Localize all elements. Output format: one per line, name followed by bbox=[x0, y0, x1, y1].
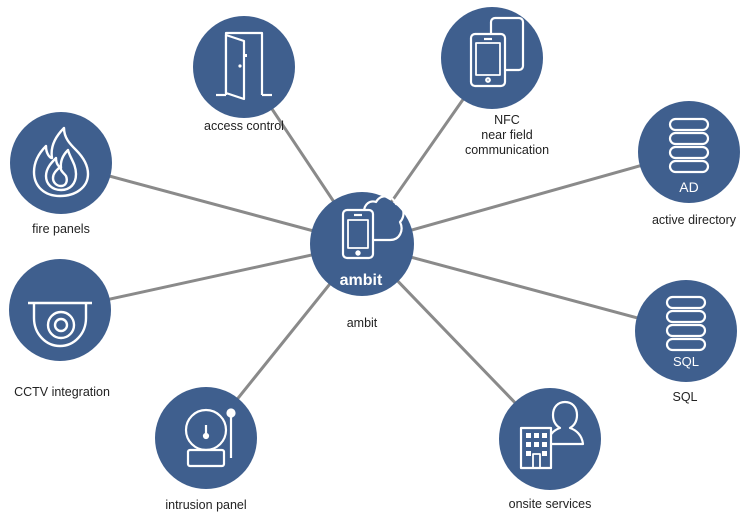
node-hub: ambit bbox=[310, 192, 414, 296]
label-access-control: access control bbox=[204, 119, 284, 133]
label-sql: SQL bbox=[672, 390, 698, 404]
phones-icon bbox=[469, 16, 525, 88]
node-sql: SQL bbox=[635, 280, 737, 382]
door-icon bbox=[216, 31, 272, 101]
label-nfc-line3: communication bbox=[464, 143, 550, 157]
label-fire-panels: fire panels bbox=[32, 222, 90, 236]
active-directory-badge: AD bbox=[679, 179, 698, 195]
node-nfc bbox=[441, 7, 543, 109]
node-cctv bbox=[9, 259, 111, 361]
edge-sql bbox=[360, 242, 688, 333]
node-access-control bbox=[193, 16, 295, 118]
phone-cloud-icon bbox=[341, 195, 405, 260]
label-hub: ambit bbox=[346, 316, 378, 330]
node-onsite-services bbox=[499, 388, 601, 490]
label-nfc: NFC near field communication bbox=[442, 113, 572, 158]
label-nfc-line2: near field bbox=[481, 128, 533, 142]
bell-icon bbox=[184, 408, 236, 468]
label-onsite-services: onsite services bbox=[508, 497, 592, 511]
building-person-icon bbox=[519, 400, 585, 470]
node-active-directory: AD bbox=[638, 101, 740, 203]
sql-badge: SQL bbox=[673, 354, 699, 369]
flame-icon bbox=[32, 126, 90, 198]
edge-active-directory bbox=[360, 150, 691, 246]
node-intrusion-panel bbox=[155, 387, 257, 489]
label-nfc-line1: NFC bbox=[494, 113, 520, 127]
label-active-directory: active directory bbox=[651, 213, 737, 227]
database-icon bbox=[665, 295, 707, 352]
database-icon bbox=[668, 117, 710, 174]
hub-badge: ambit bbox=[340, 272, 383, 289]
camera-dome-icon bbox=[28, 301, 92, 348]
node-fire-panels bbox=[10, 112, 112, 214]
label-intrusion-panel: intrusion panel bbox=[165, 498, 247, 512]
label-cctv: CCTV integration bbox=[14, 385, 110, 399]
